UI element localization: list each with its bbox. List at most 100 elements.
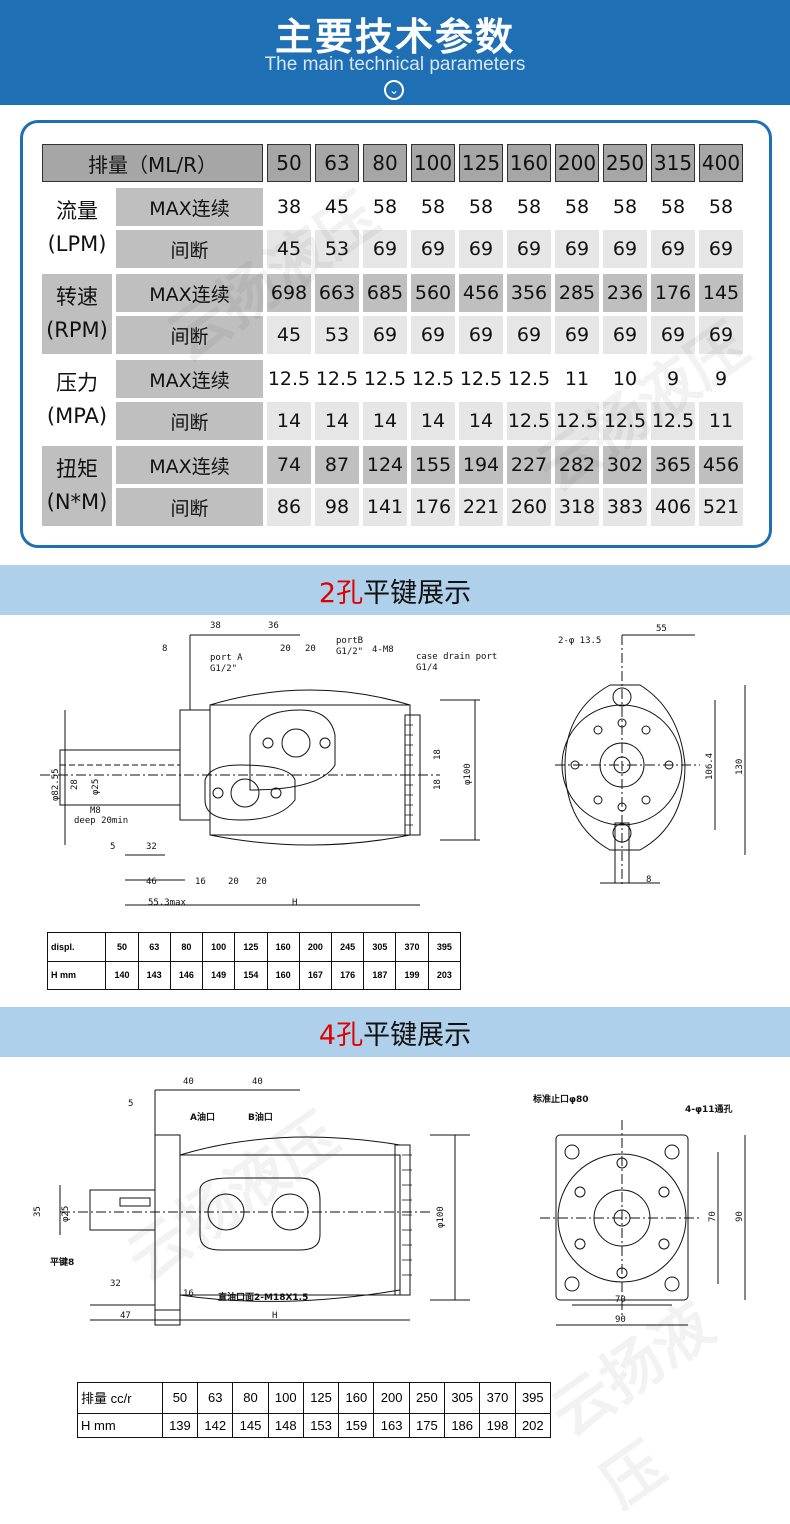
chevron-down-circle-icon[interactable]: ⌄	[384, 80, 404, 100]
svg-text:8: 8	[162, 644, 167, 654]
value-cell: 14	[363, 402, 407, 440]
table-cell: 100	[267, 1382, 304, 1414]
svg-text:16: 16	[183, 1289, 194, 1299]
value-cell: 356	[507, 274, 551, 312]
svg-text:φ25: φ25	[91, 779, 101, 795]
section-title-text: 平键展示	[363, 1019, 472, 1051]
value-cell: 221	[459, 488, 503, 526]
row-header: H mm	[46, 960, 107, 990]
value-cell: 69	[411, 230, 455, 268]
table-cell: 159	[338, 1412, 375, 1439]
svg-text:106.4: 106.4	[705, 753, 715, 780]
table-cell: 250	[408, 1382, 446, 1414]
svg-text:20: 20	[280, 644, 291, 654]
value-cell: 12.5	[411, 360, 455, 398]
table-cell: 245	[330, 932, 365, 962]
value-cell: 69	[459, 230, 503, 268]
row-header: H mm	[77, 1412, 163, 1439]
value-cell: 12.5	[363, 360, 407, 398]
svg-text:16: 16	[195, 877, 206, 887]
svg-text:case drain port: case drain port	[416, 652, 497, 662]
svg-text:φ100: φ100	[463, 763, 473, 785]
table-cell: 163	[373, 1412, 410, 1439]
svg-text:G1/4: G1/4	[416, 663, 438, 673]
value-cell: 318	[555, 488, 599, 526]
value-cell: 141	[363, 488, 407, 526]
value-cell: 69	[411, 316, 455, 354]
row-label: 间断	[116, 316, 263, 354]
value-cell: 14	[411, 402, 455, 440]
displacement-header-cell: 400	[699, 144, 743, 182]
value-cell: 69	[699, 230, 743, 268]
svg-text:B油口: B油口	[248, 1111, 273, 1123]
row-label: 间断	[116, 402, 263, 440]
svg-text:A油口: A油口	[190, 1111, 215, 1123]
table-cell: 125	[234, 932, 268, 962]
svg-text:H: H	[292, 898, 297, 908]
value-cell: 11	[699, 402, 743, 440]
param-name: 流量	[56, 199, 98, 223]
table-cell: 202	[514, 1412, 552, 1439]
svg-text:deep 20min: deep 20min	[74, 816, 128, 826]
value-cell: 74	[267, 446, 311, 484]
motor-4hole-drawing: 40 40 5 A油口 B油口 35 φ25 平键8 32 16 47 H 直油…	[33, 1077, 746, 1326]
table-cell: 160	[338, 1382, 375, 1414]
table-cell: 50	[161, 1382, 199, 1414]
row-label: 间断	[116, 230, 263, 268]
svg-text:5: 5	[110, 842, 115, 852]
svg-text:32: 32	[110, 1279, 121, 1289]
value-cell: 12.5	[315, 360, 359, 398]
value-cell: 685	[363, 274, 407, 312]
displacement-header-cell: 50	[267, 144, 311, 182]
param-group-label: 压力(MPA)	[42, 360, 112, 440]
table-cell: 176	[330, 960, 365, 990]
value-cell: 58	[651, 188, 695, 226]
displacement-header-cell: 160	[507, 144, 551, 182]
table-cell: 63	[197, 1382, 234, 1414]
svg-text:标准止口φ80: 标准止口φ80	[532, 1093, 589, 1105]
svg-text:28: 28	[70, 779, 80, 790]
param-unit: (RPM)	[46, 318, 108, 342]
section-2hole-title: 2孔平键展示	[0, 565, 790, 615]
svg-text:4-M8: 4-M8	[372, 645, 394, 655]
value-cell: 227	[507, 446, 551, 484]
param-name: 转速	[56, 285, 98, 309]
value-cell: 456	[459, 274, 503, 312]
table-cell: 146	[169, 960, 204, 990]
value-cell: 383	[603, 488, 647, 526]
svg-text:φ25: φ25	[61, 1206, 71, 1222]
value-cell: 365	[651, 446, 695, 484]
value-cell: 406	[651, 488, 695, 526]
row-label: MAX连续	[116, 274, 263, 312]
value-cell: 58	[699, 188, 743, 226]
table-cell: 50	[105, 932, 139, 962]
value-cell: 98	[315, 488, 359, 526]
value-cell: 12.5	[267, 360, 311, 398]
value-cell: 176	[411, 488, 455, 526]
param-name: 压力	[56, 371, 98, 395]
value-cell: 456	[699, 446, 743, 484]
svg-text:90: 90	[615, 1315, 626, 1325]
value-cell: 69	[603, 316, 647, 354]
value-cell: 236	[603, 274, 647, 312]
svg-text:G1/2": G1/2"	[336, 647, 363, 657]
svg-text:47: 47	[120, 1311, 131, 1321]
value-cell: 260	[507, 488, 551, 526]
value-cell: 124	[363, 446, 407, 484]
table-cell: 305	[363, 932, 397, 962]
value-cell: 58	[411, 188, 455, 226]
row-header: 排量 cc/r	[77, 1382, 163, 1414]
svg-text:port A: port A	[210, 653, 243, 663]
svg-text:38: 38	[210, 621, 221, 631]
svg-text:G1/2": G1/2"	[210, 664, 237, 674]
motor-2hole-drawing: 38 36 8 20 20 port A G1/2" portB G1/2" 4…	[40, 621, 746, 908]
table-cell: 395	[427, 932, 462, 962]
value-cell: 58	[363, 188, 407, 226]
table-cell: 200	[298, 932, 332, 962]
value-cell: 69	[363, 230, 407, 268]
value-cell: 69	[699, 316, 743, 354]
svg-text:5: 5	[128, 1099, 133, 1109]
